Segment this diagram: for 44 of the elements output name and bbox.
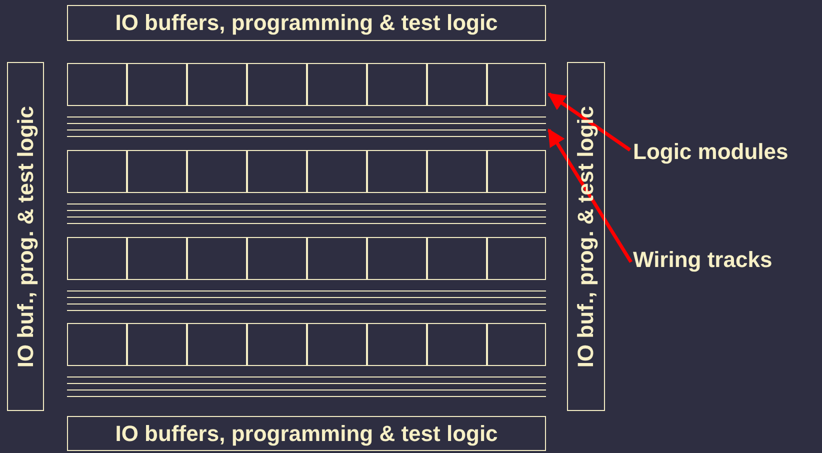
logic-module-cell — [247, 63, 307, 106]
logic-module-cell — [67, 63, 127, 106]
logic-module-cell — [367, 237, 427, 280]
logic-module-cell — [427, 150, 487, 193]
logic-module-cell — [307, 63, 367, 106]
logic-module-cell — [247, 237, 307, 280]
logic-module-cell — [427, 63, 487, 106]
logic-module-cell — [187, 323, 247, 366]
logic-module-cell — [67, 150, 127, 193]
io-logic-panel — [567, 62, 605, 411]
logic-module-cell — [247, 150, 307, 193]
panel-label: IO buffers, programming & test logic — [115, 420, 498, 446]
logic-module-cell — [187, 63, 247, 106]
logic-module-cell — [487, 323, 546, 366]
panel-label: IO buffers, programming & test logic — [115, 10, 498, 36]
io-logic-panel — [67, 416, 546, 451]
logic-module-cell — [307, 150, 367, 193]
logic-module-cell — [67, 237, 127, 280]
logic-module-cell — [127, 323, 187, 366]
logic-module-cell — [187, 237, 247, 280]
panel-label: IO buf., prog. & test logic — [573, 106, 599, 368]
io-logic-panel — [7, 62, 44, 411]
logic-module-cell — [127, 237, 187, 280]
logic-module-cell — [487, 237, 546, 280]
logic-module-cell — [307, 237, 367, 280]
logic-module-cell — [127, 150, 187, 193]
logic-module-cell — [367, 150, 427, 193]
callout-label: Logic modules — [633, 139, 788, 165]
logic-module-cell — [67, 323, 127, 366]
logic-module-cell — [427, 237, 487, 280]
logic-module-cell — [307, 323, 367, 366]
logic-module-cell — [187, 150, 247, 193]
logic-module-cell — [487, 63, 546, 106]
logic-module-cell — [127, 63, 187, 106]
callout-label: Wiring tracks — [633, 247, 772, 273]
leader-arrow — [548, 128, 632, 263]
io-logic-panel — [67, 5, 546, 41]
logic-module-cell — [247, 323, 307, 366]
logic-module-cell — [487, 150, 546, 193]
logic-module-cell — [367, 63, 427, 106]
leader-arrow — [548, 92, 631, 152]
panel-label: IO buf., prog. & test logic — [12, 106, 38, 368]
logic-module-cell — [427, 323, 487, 366]
logic-module-cell — [367, 323, 427, 366]
